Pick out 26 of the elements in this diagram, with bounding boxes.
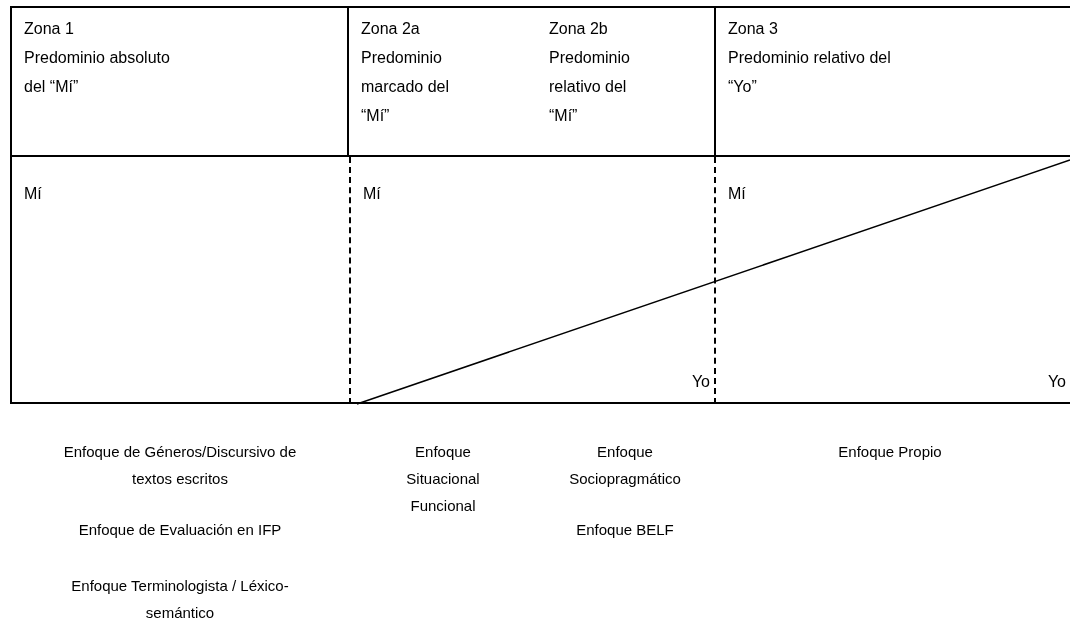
zone-description: Predominio absoluto del “Mí” <box>24 48 171 97</box>
zone-description: Predominio relativo del “Mí” <box>549 48 631 126</box>
approach-label: Enfoque Situacional Funcional <box>405 442 481 516</box>
zone-heading: Zona 1 <box>24 19 75 39</box>
approach-label: Enfoque Propio <box>837 442 943 462</box>
zone-cell <box>10 6 349 157</box>
zone-heading: Zona 2b <box>549 19 609 39</box>
approach-label: Enfoque BELF <box>575 520 675 540</box>
zone-cell <box>349 6 714 157</box>
zone-description: Predominio marcado del “Mí” <box>361 48 451 126</box>
zone-cell <box>349 157 714 404</box>
approach-label: Enfoque de Evaluación en IFP <box>77 520 283 540</box>
zone-cell <box>10 157 349 404</box>
cell-text: Mí <box>728 184 746 204</box>
cell-text: Yo <box>1047 372 1066 392</box>
zone-heading: Zona 2a <box>361 19 421 39</box>
zone-description: Predominio relativo del “Yo” <box>728 48 892 97</box>
cell-text: Yo <box>691 372 710 392</box>
zone-heading: Zona 3 <box>728 19 779 39</box>
cell-text: Mí <box>24 184 42 204</box>
zone-cell <box>714 6 1070 157</box>
zone-cell <box>714 157 1070 404</box>
approach-label: Enfoque Sociopragmático <box>568 442 682 489</box>
approach-label: Enfoque de Géneros/Discursivo de textos escritos <box>62 442 298 489</box>
approach-label: Enfoque Terminologista / Léxico-semántico <box>70 576 290 623</box>
cell-text: Mí <box>363 184 381 204</box>
